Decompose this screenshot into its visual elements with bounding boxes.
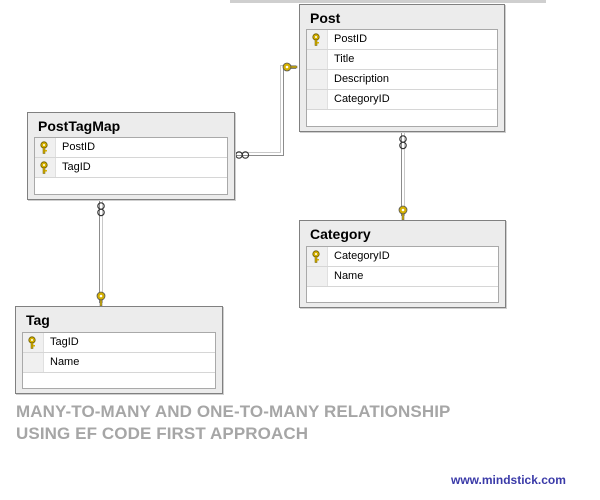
column-name: CategoryID	[334, 250, 390, 262]
column-row[interactable]: PostID	[35, 138, 227, 158]
column-name: Title	[334, 53, 355, 65]
primary-key-icon	[40, 161, 48, 174]
column-row[interactable]: CategoryID	[307, 90, 497, 110]
column-row[interactable]: Description	[307, 70, 497, 90]
column-name: PostID	[334, 33, 368, 45]
column-name: Name	[50, 356, 80, 368]
column-name: TagID	[50, 336, 79, 348]
table-title: Post	[310, 10, 341, 26]
top-divider	[230, 0, 546, 3]
column-name: TagID	[62, 161, 91, 173]
column-list: CategoryID Name	[306, 246, 499, 303]
connector-posttagmap-post	[233, 68, 296, 156]
table-post[interactable]: Post PostID Title Description CategoryID	[299, 4, 505, 132]
column-list: PostID Title Description CategoryID	[306, 29, 498, 127]
primary-key-icon	[312, 33, 320, 46]
caption-line: MANY-TO-MANY AND ONE-TO-MANY RELATIONSHI…	[16, 402, 451, 421]
primary-key-icon	[312, 250, 320, 263]
table-title: PostTagMap	[38, 118, 121, 134]
table-title: Tag	[26, 312, 50, 328]
key-icon	[282, 62, 298, 72]
column-row[interactable]: Name	[23, 353, 215, 373]
column-name: CategoryID	[334, 93, 390, 105]
table-tag[interactable]: Tag TagID Name	[15, 306, 223, 394]
column-row[interactable]: CategoryID	[307, 247, 498, 267]
primary-key-icon	[28, 336, 36, 349]
diagram-caption: MANY-TO-MANY AND ONE-TO-MANY RELATIONSHI…	[16, 401, 450, 445]
infinity-icon	[399, 135, 407, 150]
column-name: Description	[334, 73, 390, 85]
table-category[interactable]: Category CategoryID Name	[299, 220, 506, 308]
table-posttagmap[interactable]: PostTagMap PostID TagID	[27, 112, 235, 200]
column-name: Name	[334, 270, 364, 282]
column-list: PostID TagID	[34, 137, 228, 195]
column-list: TagID Name	[22, 332, 216, 389]
key-icon	[96, 291, 106, 307]
column-row[interactable]: PostID	[307, 30, 497, 50]
column-row[interactable]: Name	[307, 267, 498, 287]
column-row[interactable]: Title	[307, 50, 497, 70]
website-link[interactable]: www.mindstick.com	[451, 473, 566, 487]
key-icon	[398, 205, 408, 221]
column-row[interactable]: TagID	[35, 158, 227, 178]
table-title: Category	[310, 226, 371, 242]
infinity-icon	[235, 151, 250, 159]
column-row[interactable]: TagID	[23, 333, 215, 353]
caption-line: USING EF CODE FIRST APPROACH	[16, 424, 309, 443]
column-name: PostID	[62, 141, 96, 153]
infinity-icon	[97, 202, 105, 217]
primary-key-icon	[40, 141, 48, 154]
